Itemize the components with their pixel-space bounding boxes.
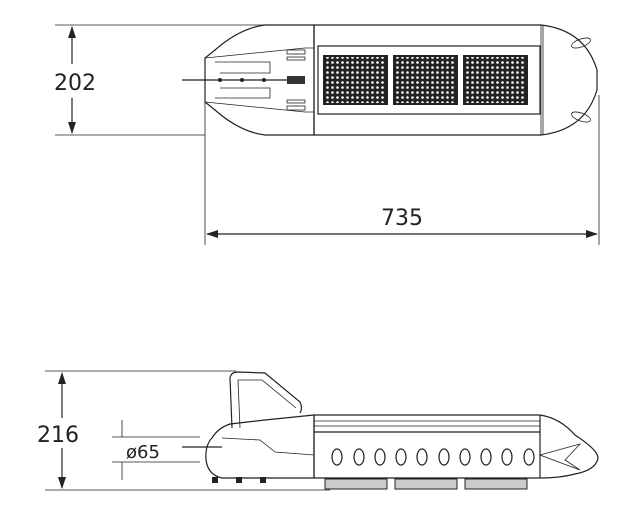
top-view: 202 735 xyxy=(45,24,600,245)
led-module-1 xyxy=(323,55,388,105)
length-dimension-label: 735 xyxy=(381,206,423,231)
height-dimension-label: 216 xyxy=(37,423,79,448)
width-dimension-line xyxy=(45,24,315,136)
led-lens-side xyxy=(324,478,528,490)
luminaire-top-outline xyxy=(182,24,598,136)
luminaire-side-outline xyxy=(182,371,599,483)
heat-sink-fins xyxy=(331,448,535,466)
width-dimension-label: 202 xyxy=(54,71,96,96)
diameter-dimension-line xyxy=(112,420,200,480)
side-view: 216 ø65 xyxy=(28,370,599,491)
height-dimension-line xyxy=(28,370,330,491)
led-module-3 xyxy=(463,55,528,105)
led-module-2 xyxy=(393,55,458,105)
diameter-dimension-label: ø65 xyxy=(126,442,160,463)
